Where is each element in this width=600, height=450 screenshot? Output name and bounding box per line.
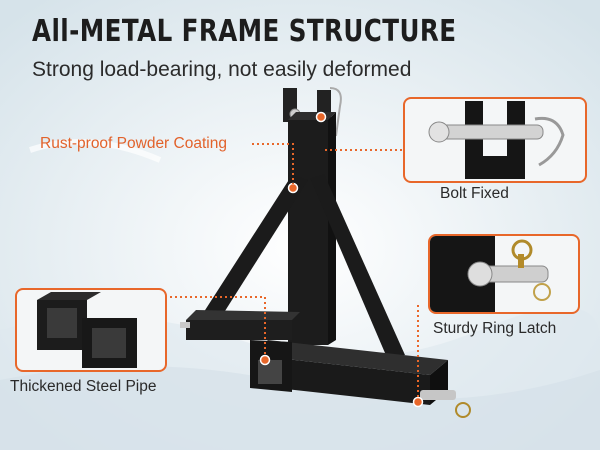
callout-latch-label: Sturdy Ring Latch bbox=[433, 320, 557, 337]
left-brace bbox=[200, 175, 308, 322]
top-r-clip bbox=[329, 87, 342, 137]
callout-coating-label: Rust-proof Powder Coating bbox=[40, 135, 227, 152]
page-title: All-METAL FRAME STRUCTURE bbox=[32, 14, 457, 49]
steel-pipe-inset bbox=[15, 288, 167, 372]
side-pin bbox=[420, 390, 456, 400]
right-brace bbox=[310, 174, 405, 360]
crossbar bbox=[250, 355, 430, 405]
bottom-bar-left bbox=[186, 320, 292, 340]
ring-latch-inset bbox=[428, 234, 580, 314]
bolt-fixed-inset bbox=[403, 97, 587, 183]
callout-pipe-label: Thickened Steel Pipe bbox=[10, 378, 157, 395]
page-subtitle: Strong load-bearing, not easily deformed bbox=[32, 58, 412, 81]
callout-bolt-label: Bolt Fixed bbox=[440, 185, 509, 202]
